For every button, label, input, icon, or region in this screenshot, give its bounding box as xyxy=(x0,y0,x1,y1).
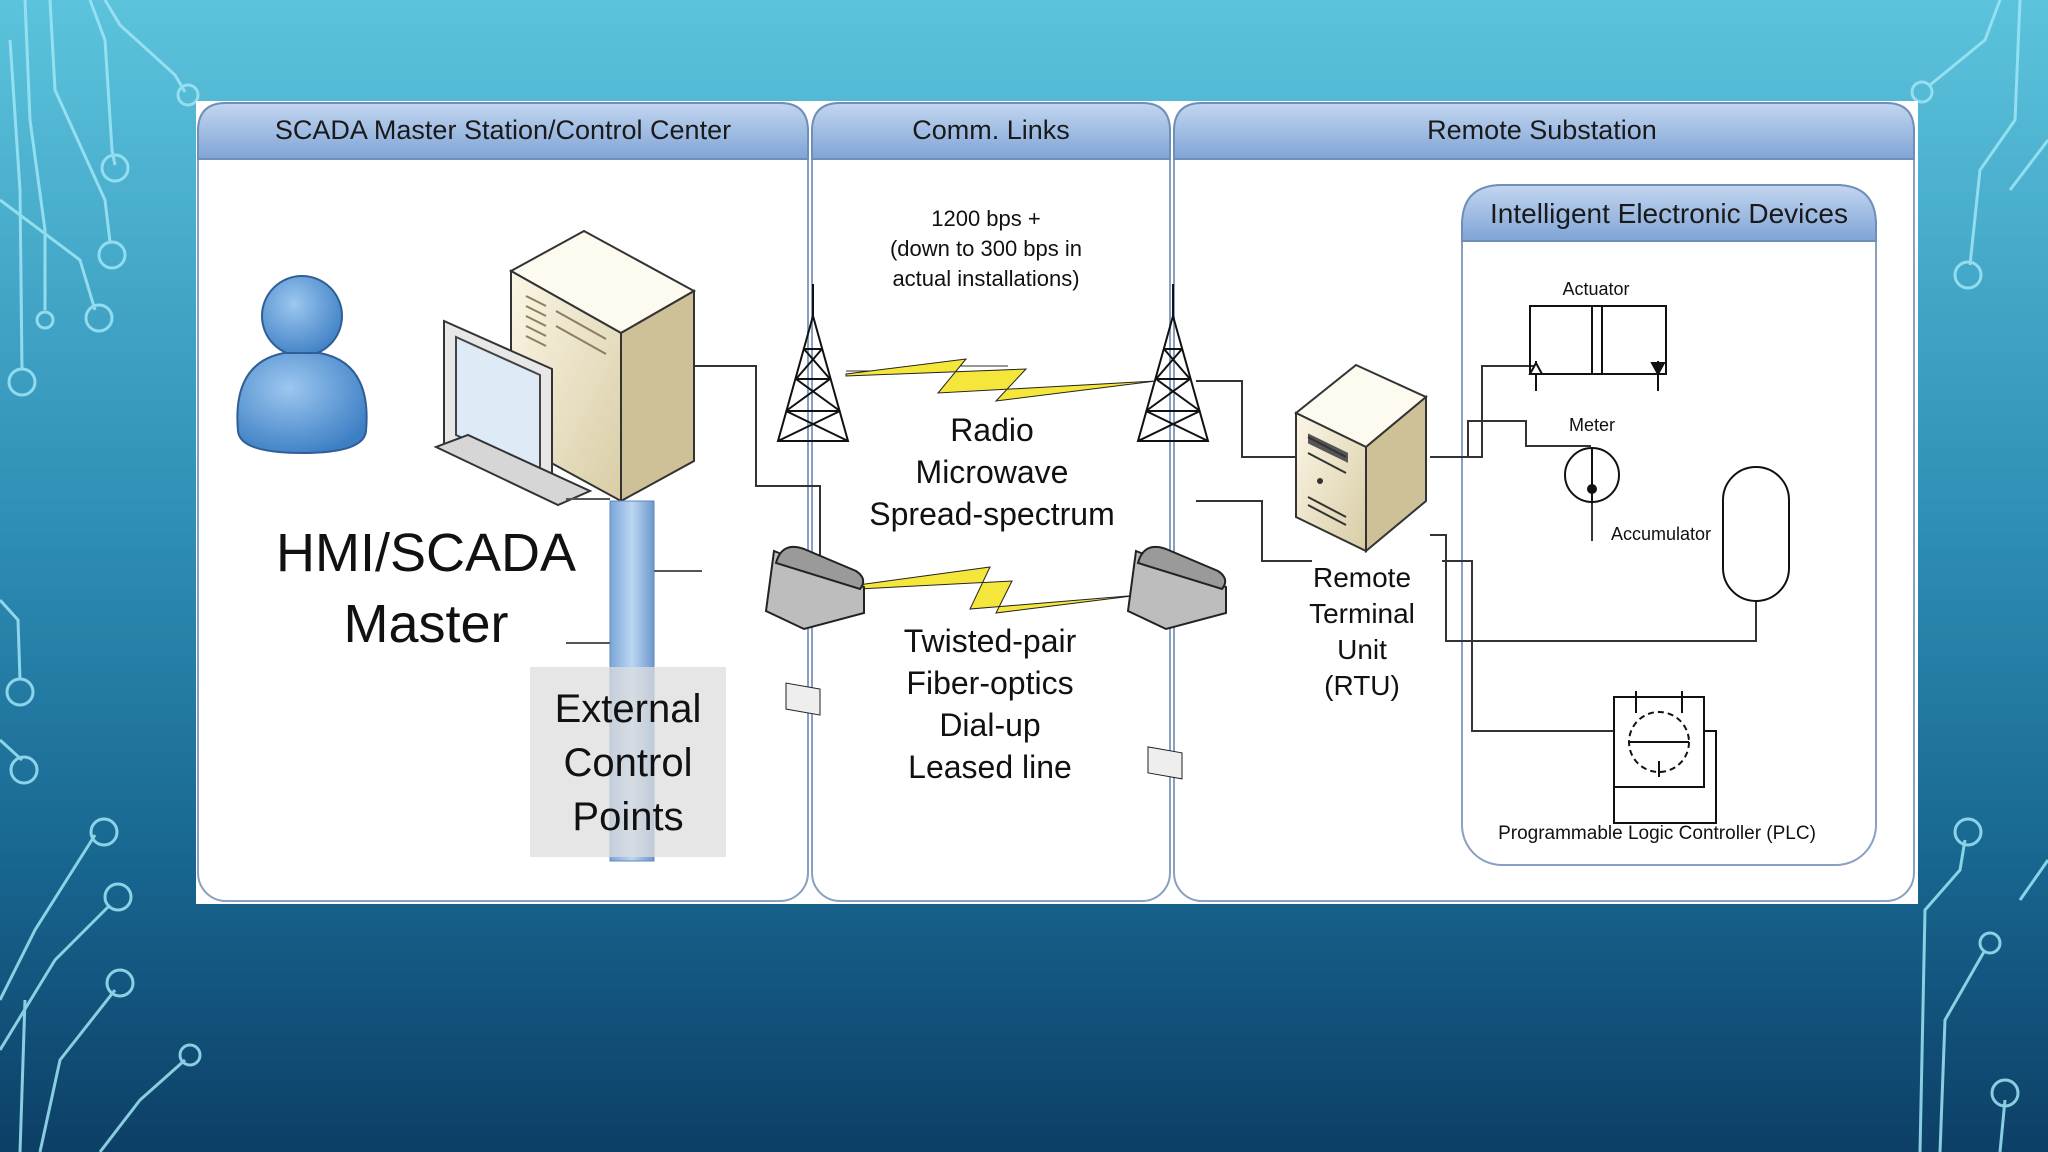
panel-title-comm: Comm. Links xyxy=(912,115,1070,145)
radio-tower-right-icon xyxy=(1136,284,1210,442)
panel-title-ied: Intelligent Electronic Devices xyxy=(1490,198,1848,229)
telephone-left-icon xyxy=(764,545,865,716)
rtu-line4: (RTU) xyxy=(1324,670,1400,701)
actuator-icon xyxy=(1528,305,1667,391)
person-icon xyxy=(236,275,368,455)
actuator-label: Actuator xyxy=(1562,279,1629,299)
wire-line4: Leased line xyxy=(908,749,1072,785)
external-label-line2: Control xyxy=(564,741,693,785)
accumulator-label: Accumulator xyxy=(1611,524,1711,544)
accumulator-icon xyxy=(1722,466,1790,602)
external-label-line3: Points xyxy=(572,795,683,839)
hmi-label-line2: Master xyxy=(343,594,508,654)
plc-label: Programmable Logic Controller (PLC) xyxy=(1498,823,1816,844)
panel-comm: Comm. Links xyxy=(811,102,1171,902)
rtu-line3: Unit xyxy=(1337,634,1387,665)
radio-tower-left-icon xyxy=(776,284,850,442)
wire-line1: Twisted-pair xyxy=(904,623,1077,659)
speed-line2: (down to 300 bps in xyxy=(890,236,1082,261)
panel-title-master: SCADA Master Station/Control Center xyxy=(275,115,731,145)
rtu-server-icon xyxy=(1294,363,1428,554)
rtu-line2: Terminal xyxy=(1309,598,1415,629)
rtu-line1: Remote xyxy=(1313,562,1411,593)
wire-line3: Dial-up xyxy=(939,707,1040,743)
computer-icon xyxy=(433,229,697,507)
lightning-wire-icon xyxy=(857,566,1141,614)
speed-line3: actual installations) xyxy=(892,266,1079,291)
radio-line3: Spread-spectrum xyxy=(869,496,1114,532)
wire-line2: Fiber-optics xyxy=(906,665,1073,701)
panel-ied: Intelligent Electronic Devices xyxy=(1461,184,1877,866)
hmi-label-line1: HMI/SCADA xyxy=(276,523,576,583)
speed-line1: 1200 bps + xyxy=(931,206,1040,231)
plc-icon xyxy=(1613,691,1717,824)
panel-title-remote: Remote Substation xyxy=(1427,115,1657,145)
control-pole xyxy=(530,498,726,862)
meter-icon xyxy=(1564,447,1620,503)
meter-label: Meter xyxy=(1569,415,1615,435)
scada-diagram: SCADA Master Station/Control Center Comm… xyxy=(196,101,1918,904)
lightning-radio-icon xyxy=(845,358,1157,402)
radio-line2: Microwave xyxy=(916,454,1069,490)
external-label-line1: External xyxy=(555,687,702,731)
telephone-right-icon xyxy=(1126,545,1227,780)
radio-line1: Radio xyxy=(950,412,1034,448)
